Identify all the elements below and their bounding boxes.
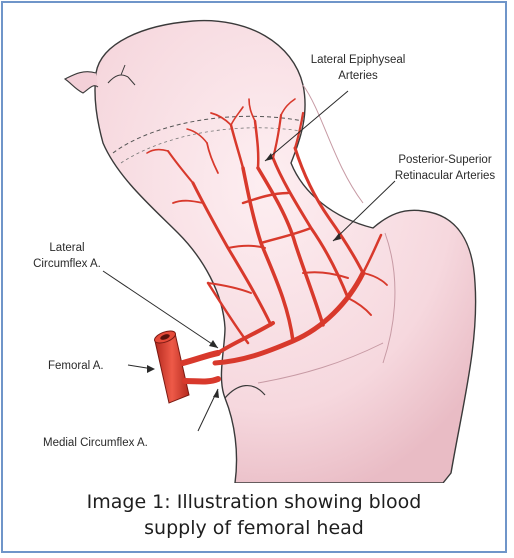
arrowhead-femoral: [147, 365, 155, 373]
label-lateral-epiphyseal-2: Arteries: [338, 70, 378, 82]
femur-bone: [65, 21, 476, 483]
figure-caption: Image 1: Illustration showing blood supp…: [3, 489, 505, 541]
arrowhead-lateral-circumflex: [209, 340, 218, 348]
label-lateral-circumflex-2: Circumflex A.: [33, 258, 101, 270]
arrowhead-medial-circumflex: [213, 389, 219, 398]
caption-line-2: supply of femoral head: [3, 515, 505, 541]
caption-line-1: Image 1: Illustration showing blood: [3, 489, 505, 515]
figure-frame: Lateral Epiphyseal Arteries Posterior-Su…: [1, 1, 507, 553]
femoral-head-illustration: Lateral Epiphyseal Arteries Posterior-Su…: [3, 3, 507, 483]
label-lateral-circumflex-1: Lateral: [49, 242, 84, 254]
label-medial-circumflex: Medial Circumflex A.: [43, 437, 148, 449]
label-posterior-superior-1: Posterior-Superior: [398, 154, 491, 166]
label-lateral-epiphyseal-1: Lateral Epiphyseal: [311, 54, 406, 66]
femoral-artery-vessel: [153, 329, 218, 403]
label-femoral: Femoral A.: [48, 360, 104, 372]
label-posterior-superior-2: Retinacular Arteries: [395, 170, 496, 182]
